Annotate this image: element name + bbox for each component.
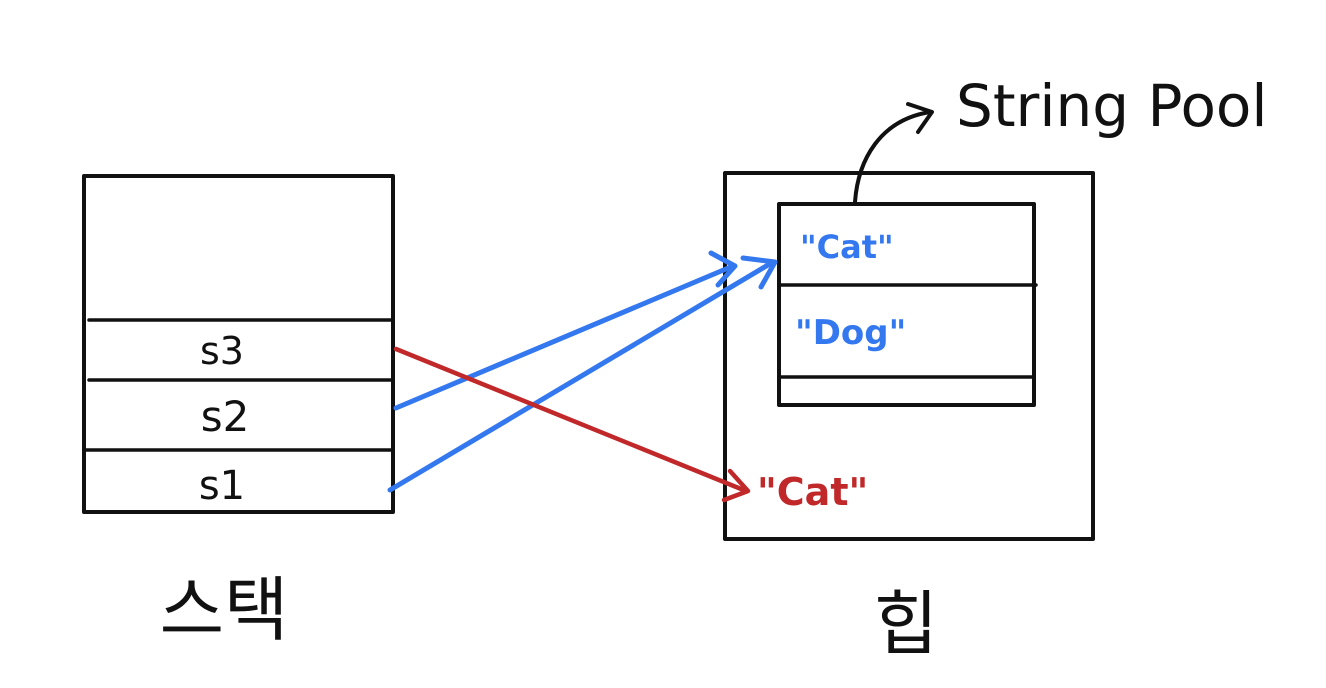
heap-object-cat: "Cat" <box>757 470 868 514</box>
reference-s1-arrowhead <box>740 255 778 290</box>
heap-frame <box>723 171 1095 541</box>
stack-frame <box>82 174 395 514</box>
stack: s3 s2 s1 스택 <box>82 174 395 651</box>
pool-entry-dog: "Dog" <box>795 313 906 353</box>
reference-s3-to-heap-cat <box>393 346 749 494</box>
stack-caption: 스택 <box>160 569 289 651</box>
reference-s2-arrowhead <box>708 250 738 288</box>
stack-slot-s3: s3 <box>200 329 244 373</box>
string-pool-pointer-head <box>906 102 934 134</box>
references <box>387 250 778 503</box>
heap-caption: 힙 <box>874 583 938 665</box>
stack-slot-s1: s1 <box>199 463 245 509</box>
heap: "Cat" "Dog" "Cat" 힙 <box>723 171 1095 665</box>
string-pool: "Cat" "Dog" <box>777 202 1038 407</box>
reference-s2-to-pool-cat <box>393 263 736 411</box>
string-pool-title: String Pool <box>956 72 1268 140</box>
pool-entry-cat: "Cat" <box>800 228 894 266</box>
reference-s3-arrowhead <box>721 468 751 503</box>
stack-slot-s2: s2 <box>201 392 250 441</box>
reference-s1-to-pool-cat <box>387 259 776 493</box>
string-pool-pointer <box>853 110 932 204</box>
string-pool-label: String Pool <box>853 72 1268 204</box>
string-pool-frame <box>777 202 1036 407</box>
